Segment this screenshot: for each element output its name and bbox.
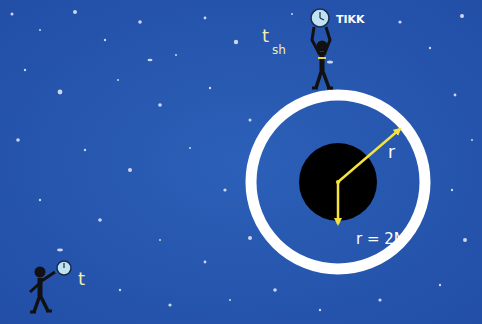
time-subscript-box: sh bbox=[272, 39, 286, 58]
horizon-label: r = 2M bbox=[356, 230, 407, 248]
radius-arrow bbox=[338, 129, 400, 182]
center-dot bbox=[336, 180, 340, 184]
distant-observer bbox=[30, 261, 71, 312]
radius-label: r bbox=[388, 142, 395, 162]
time-symbol-box: t bbox=[78, 270, 85, 289]
sound-label: TIKK bbox=[336, 13, 365, 26]
horizon-label-box: r = 2M bbox=[356, 229, 407, 248]
time-subscript: sh bbox=[272, 43, 286, 57]
sound-label-box: TIKK bbox=[336, 8, 365, 27]
time-symbol: t bbox=[262, 25, 269, 46]
radius-label-box: r bbox=[388, 143, 395, 162]
galaxies bbox=[11, 10, 474, 311]
time-symbol: t bbox=[78, 268, 85, 289]
horizon-arrow bbox=[337, 182, 340, 224]
shell-observer bbox=[311, 9, 333, 88]
orbit-ring bbox=[251, 95, 425, 269]
time-symbol-box: t bbox=[262, 27, 269, 46]
